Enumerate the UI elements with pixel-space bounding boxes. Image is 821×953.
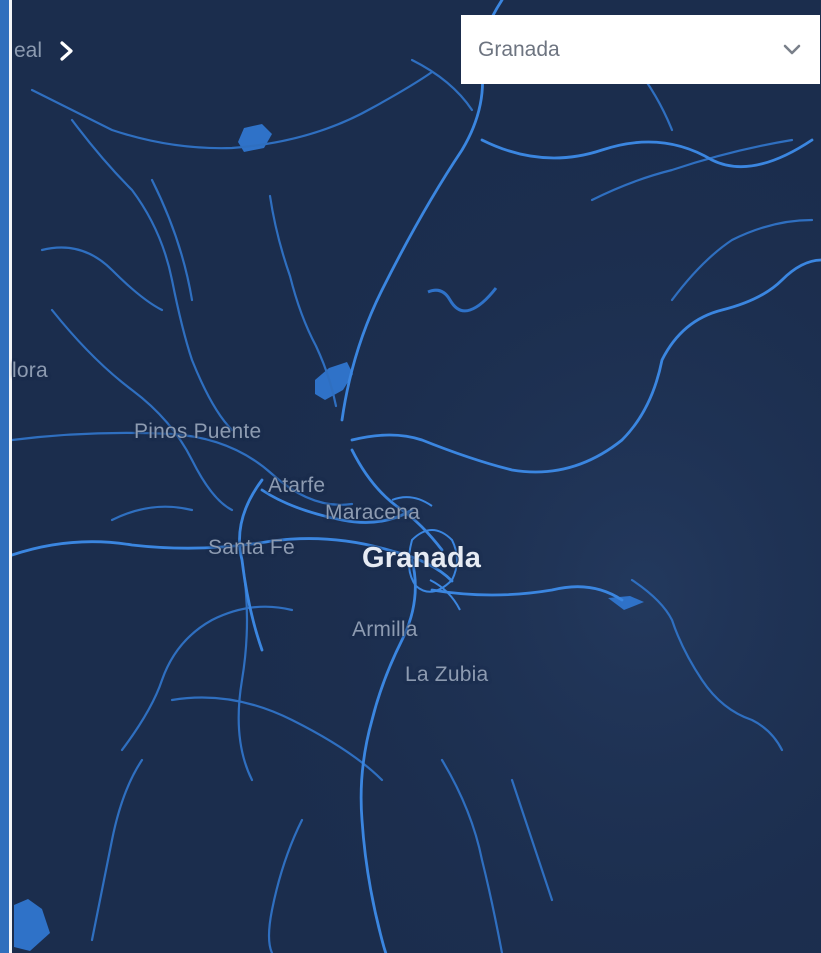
reservoir-east	[608, 596, 644, 610]
map-canvas[interactable]	[12, 0, 821, 953]
place-label-atarfe: Atarfe	[268, 474, 326, 497]
place-label-pinos-puente: Pinos Puente	[134, 420, 262, 443]
terrain-shading	[12, 0, 821, 953]
chevron-right-icon[interactable]	[58, 40, 76, 62]
city-select-value: Granada	[478, 37, 560, 61]
minor-roads	[12, 38, 814, 953]
place-label-armilla: Armilla	[352, 618, 418, 641]
lake-south-west	[14, 899, 50, 951]
left-panel-edge	[0, 0, 12, 953]
panel-divider	[9, 0, 12, 953]
place-label-maracena: Maracena	[325, 501, 420, 524]
place-label-santa-fe: Santa Fe	[208, 536, 295, 559]
city-select-dropdown[interactable]: Granada	[461, 15, 820, 84]
place-label-lora: lora	[12, 359, 48, 382]
place-label-granada: Granada	[362, 542, 482, 574]
river-curl	[427, 287, 498, 313]
urban-area	[391, 496, 461, 611]
water-layer	[14, 124, 644, 951]
previous-city-link[interactable]: eal	[12, 34, 76, 68]
previous-city-label: eal	[14, 39, 43, 62]
chevron-down-icon	[783, 44, 801, 54]
place-label-la-zubia: La Zubia	[405, 663, 489, 686]
reservoir-cubillas	[315, 362, 353, 400]
